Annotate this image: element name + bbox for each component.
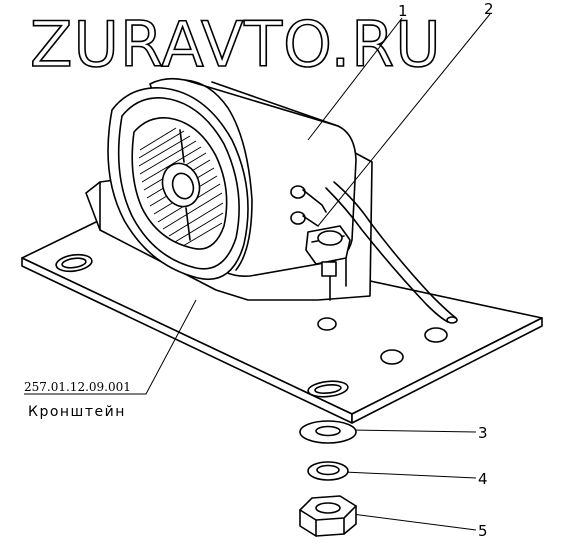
callout-3: 3 bbox=[478, 424, 488, 442]
watermark-text: ZURAVTO.RU bbox=[30, 8, 442, 81]
front-bezel bbox=[107, 87, 249, 280]
spring-washer bbox=[307, 461, 349, 481]
bracket-plate bbox=[21, 221, 543, 424]
hex-nut bbox=[299, 495, 357, 537]
part-number: 257.01.12.09.001 bbox=[24, 380, 131, 394]
leader-lines bbox=[24, 13, 491, 531]
callout-2: 2 bbox=[484, 0, 494, 18]
part-name: Кронштейн bbox=[28, 404, 126, 420]
cable bbox=[325, 181, 458, 324]
callout-1: 1 bbox=[398, 2, 408, 20]
callout-4: 4 bbox=[478, 470, 488, 488]
flat-washer bbox=[299, 420, 357, 444]
callout-5: 5 bbox=[478, 522, 488, 540]
terminal-connector bbox=[290, 185, 351, 301]
